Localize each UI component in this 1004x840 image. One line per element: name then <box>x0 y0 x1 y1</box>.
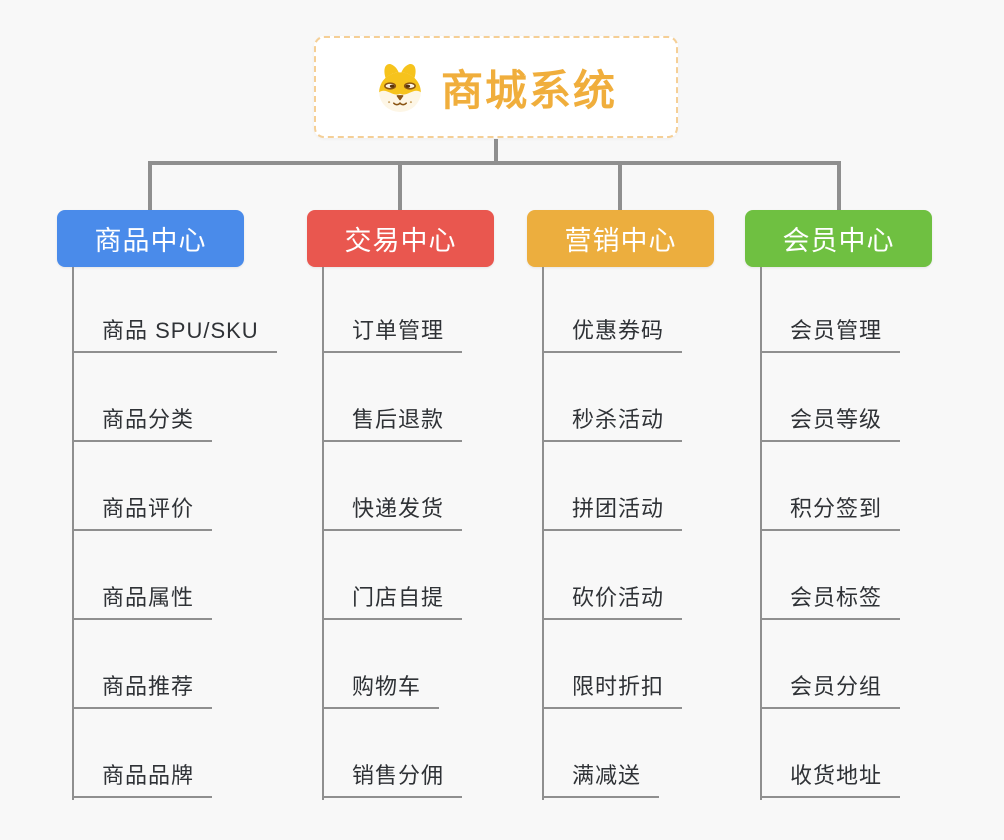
leaf-node[interactable]: 商品分类 <box>72 406 213 442</box>
leaf-label: 积分签到 <box>790 496 883 521</box>
branch-column-products: 商品中心 商品 SPU/SKU 商品分类 商品评价 商品属性 商品推荐 商品品牌 <box>57 210 307 840</box>
connector-children-line <box>72 267 74 800</box>
branch-label: 营销中心 <box>564 226 677 256</box>
leaf-label: 快递发货 <box>352 496 445 521</box>
leaf-label: 商品评价 <box>102 496 195 521</box>
leaf-node[interactable]: 快递发货 <box>322 495 463 531</box>
leaf-node[interactable]: 商品推荐 <box>72 673 213 709</box>
leaf-label: 商品属性 <box>102 585 195 610</box>
leaf-node[interactable]: 商品品牌 <box>72 762 213 798</box>
leaf-label: 砍价活动 <box>572 585 665 610</box>
root-node[interactable]: 商城系统 <box>314 36 678 138</box>
leaf-label: 满减送 <box>572 763 642 788</box>
branch-label: 商品中心 <box>94 226 207 256</box>
leaf-node[interactable]: 限时折扣 <box>542 673 683 709</box>
connector-drop-marketing <box>618 161 622 210</box>
leaf-node[interactable]: 订单管理 <box>322 317 463 353</box>
leaf-node[interactable]: 商品属性 <box>72 584 213 620</box>
leaf-label: 订单管理 <box>352 318 445 343</box>
leaf-node[interactable]: 销售分佣 <box>322 762 463 798</box>
leaf-node[interactable]: 拼团活动 <box>542 495 683 531</box>
leaf-node[interactable]: 门店自提 <box>322 584 463 620</box>
leaf-node[interactable]: 会员分组 <box>760 673 901 709</box>
connector-children-line <box>322 267 324 800</box>
leaf-node[interactable]: 秒杀活动 <box>542 406 683 442</box>
leaf-label: 会员等级 <box>790 407 883 432</box>
leaf-node[interactable]: 会员标签 <box>760 584 901 620</box>
leaf-node[interactable]: 售后退款 <box>322 406 463 442</box>
leaf-label: 商品推荐 <box>102 674 195 699</box>
branch-column-member: 会员中心 会员管理 会员等级 积分签到 会员标签 会员分组 收货地址 <box>745 210 995 840</box>
leaf-label: 优惠券码 <box>572 318 665 343</box>
leaf-node[interactable]: 砍价活动 <box>542 584 683 620</box>
leaf-node[interactable]: 商品评价 <box>72 495 213 531</box>
leaf-node[interactable]: 积分签到 <box>760 495 901 531</box>
leaf-label: 商品 SPU/SKU <box>102 318 259 343</box>
leaf-label: 售后退款 <box>352 407 445 432</box>
branch-node-product-center[interactable]: 商品中心 <box>57 210 244 267</box>
leaf-node[interactable]: 优惠券码 <box>542 317 683 353</box>
branch-column-trade: 交易中心 订单管理 售后退款 快递发货 门店自提 购物车 销售分佣 <box>307 210 557 840</box>
connector-root-drop <box>494 139 498 162</box>
leaf-node[interactable]: 满减送 <box>542 762 660 798</box>
leaf-label: 购物车 <box>352 674 422 699</box>
branch-label: 交易中心 <box>344 226 457 256</box>
branch-node-marketing-center[interactable]: 营销中心 <box>527 210 714 267</box>
connector-trunk <box>148 161 841 165</box>
leaf-node[interactable]: 收货地址 <box>760 762 901 798</box>
branch-column-marketing: 营销中心 优惠券码 秒杀活动 拼团活动 砍价活动 限时折扣 满减送 <box>527 210 777 840</box>
leaf-node[interactable]: 会员等级 <box>760 406 901 442</box>
leaf-node[interactable]: 会员管理 <box>760 317 901 353</box>
leaf-label: 拼团活动 <box>572 496 665 521</box>
branch-node-member-center[interactable]: 会员中心 <box>745 210 932 267</box>
leaf-label: 会员标签 <box>790 585 883 610</box>
leaf-label: 商品品牌 <box>102 763 195 788</box>
shiba-dog-icon <box>375 59 425 115</box>
branch-label: 会员中心 <box>782 226 895 256</box>
connector-drop-products <box>148 161 152 210</box>
leaf-label: 秒杀活动 <box>572 407 665 432</box>
connector-drop-member <box>837 161 841 210</box>
branch-node-trade-center[interactable]: 交易中心 <box>307 210 494 267</box>
leaf-label: 限时折扣 <box>572 674 665 699</box>
leaf-label: 商品分类 <box>102 407 195 432</box>
leaf-label: 会员分组 <box>790 674 883 699</box>
root-label: 商城系统 <box>440 66 617 114</box>
leaf-node[interactable]: 购物车 <box>322 673 440 709</box>
connector-children-line <box>542 267 544 800</box>
leaf-label: 会员管理 <box>790 318 883 343</box>
leaf-node[interactable]: 商品 SPU/SKU <box>72 317 277 353</box>
connector-drop-trade <box>398 161 402 210</box>
leaf-label: 门店自提 <box>352 585 445 610</box>
leaf-label: 收货地址 <box>790 763 883 788</box>
connector-children-line <box>760 267 762 800</box>
leaf-label: 销售分佣 <box>352 763 445 788</box>
